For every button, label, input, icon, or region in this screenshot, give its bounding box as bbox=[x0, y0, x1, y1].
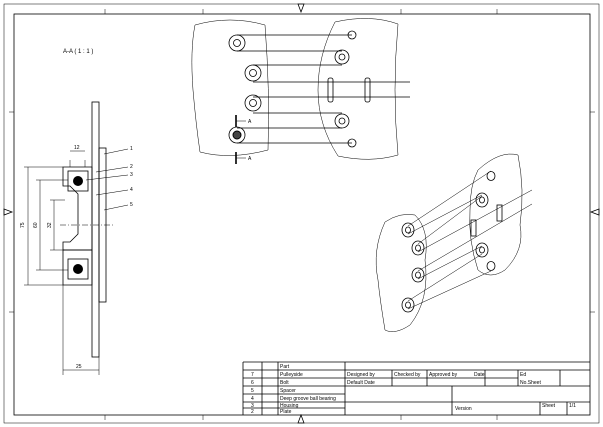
ball bbox=[73, 176, 83, 186]
balloon: 1 bbox=[130, 146, 133, 152]
dim-mid: 60 bbox=[33, 222, 39, 228]
sheet-frame bbox=[3, 3, 600, 424]
svg-text:Date: Date bbox=[474, 372, 485, 378]
section-view: 75 60 32 25 12 1 2 3 4 5 bbox=[20, 101, 133, 375]
part-name: Deep groove ball bearing bbox=[280, 396, 336, 402]
right-plate bbox=[317, 18, 399, 160]
balloon: 4 bbox=[130, 187, 133, 193]
part-name: Housing bbox=[280, 403, 299, 409]
svg-text:Checked by: Checked by bbox=[394, 372, 421, 378]
clamp bbox=[496, 204, 503, 222]
cut-marker-a: A bbox=[248, 119, 252, 125]
clamp bbox=[470, 219, 477, 237]
svg-text:4: 4 bbox=[251, 396, 254, 402]
dim-inner: 32 bbox=[47, 222, 53, 228]
dim-width: 25 bbox=[76, 364, 82, 370]
left-plate bbox=[191, 19, 269, 156]
svg-text:Approved by: Approved by bbox=[429, 372, 458, 378]
top-view: A A bbox=[191, 18, 410, 164]
dim-top: 12 bbox=[74, 145, 80, 151]
balloon: 3 bbox=[130, 172, 133, 178]
section-label: A-A ( 1 : 1 ) bbox=[63, 49, 93, 55]
svg-text:7: 7 bbox=[251, 372, 254, 378]
plate bbox=[91, 101, 100, 358]
clamp bbox=[327, 77, 334, 103]
cut-marker-a: A bbox=[248, 156, 252, 162]
part-name: Spacer bbox=[280, 388, 296, 394]
balloon: 5 bbox=[130, 202, 133, 208]
dim-outer: 75 bbox=[20, 222, 26, 228]
right-plate bbox=[469, 153, 523, 276]
svg-text:1/1: 1/1 bbox=[569, 403, 576, 409]
svg-text:2: 2 bbox=[251, 409, 254, 415]
svg-text:No.Sheet: No.Sheet bbox=[520, 380, 541, 386]
title-cells: Designed by Default Date Checked by Appr… bbox=[347, 372, 576, 412]
housing-bottom bbox=[62, 249, 93, 286]
svg-text:Designed by: Designed by bbox=[347, 372, 375, 378]
isometric-view bbox=[375, 153, 533, 332]
part-name: Pulleyside bbox=[280, 372, 303, 378]
pulleys bbox=[401, 171, 496, 313]
svg-text:Ed: Ed bbox=[520, 372, 526, 378]
svg-text:Version: Version bbox=[455, 406, 472, 412]
title-block bbox=[242, 361, 590, 415]
parts-list: Part 7 Pulleyside 6 Bolt 5 Spacer 4 Deep… bbox=[251, 364, 336, 415]
part-name: Part bbox=[280, 364, 290, 370]
svg-text:5: 5 bbox=[251, 388, 254, 394]
part-name: Plate bbox=[280, 409, 292, 415]
clamp bbox=[364, 77, 371, 103]
balloon: 2 bbox=[130, 164, 133, 170]
part-name: Bolt bbox=[280, 380, 289, 386]
ball bbox=[73, 264, 83, 274]
left-plate bbox=[375, 214, 427, 332]
svg-text:3: 3 bbox=[251, 403, 254, 409]
svg-text:Default Date: Default Date bbox=[347, 380, 375, 386]
svg-text:6: 6 bbox=[251, 380, 254, 386]
pulleys bbox=[228, 30, 357, 148]
svg-text:Sheet: Sheet bbox=[542, 403, 556, 409]
